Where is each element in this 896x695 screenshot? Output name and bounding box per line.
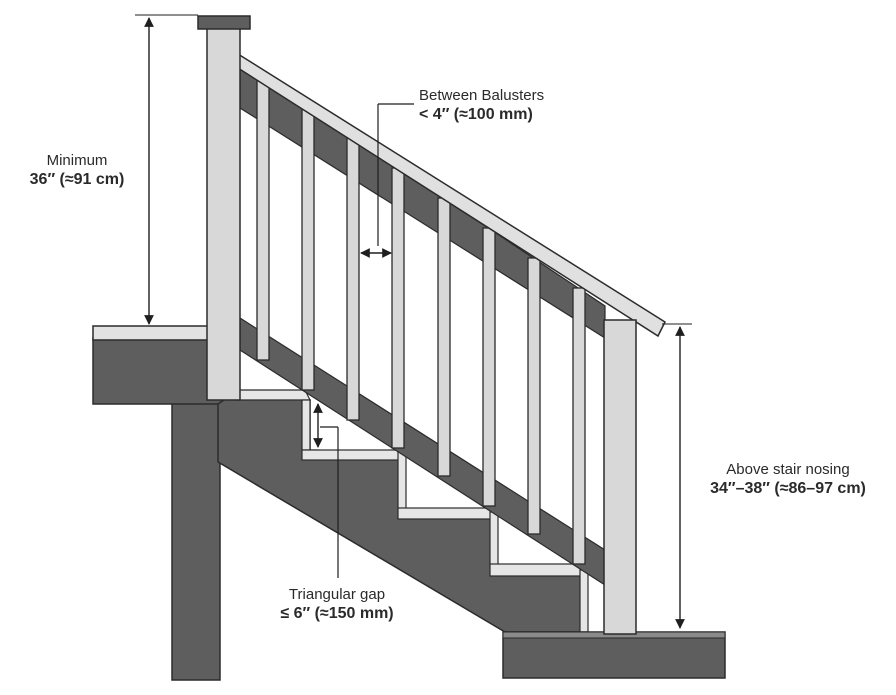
top-newel-post bbox=[206, 27, 241, 401]
guard-height-annotation: Minimum 36″ (≈91 cm) bbox=[30, 151, 125, 189]
triangular-gap-label: Triangular gap bbox=[288, 586, 386, 603]
stair-riser-2 bbox=[397, 451, 407, 513]
stair-tread-1 bbox=[235, 389, 311, 401]
baluster-spacing-value: < 4″ (≈100 mm) bbox=[419, 106, 533, 123]
baluster bbox=[256, 77, 270, 361]
landing-support-column bbox=[171, 399, 221, 681]
baluster bbox=[437, 197, 451, 477]
stair-riser-1 bbox=[301, 399, 311, 451]
landing-top-slab bbox=[92, 325, 225, 341]
post-cap bbox=[197, 15, 251, 30]
baluster-spacing-annotation: Between Balusters < 4″ (≈100 mm) bbox=[419, 86, 544, 124]
stair-tread-4 bbox=[489, 563, 586, 577]
triangular-gap-annotation: Triangular gap ≤ 6″ (≈150 mm) bbox=[280, 585, 393, 623]
stair-tread-3 bbox=[397, 507, 493, 520]
handrail-height-annotation: Above stair nosing 34″–38″ (≈86–97 cm) bbox=[710, 460, 866, 498]
triangular-gap-value: ≤ 6″ (≈150 mm) bbox=[280, 605, 394, 622]
baluster bbox=[572, 287, 586, 565]
ground-slab bbox=[502, 631, 726, 679]
handrail-height-value: 34″–38″ (≈86–97 cm) bbox=[710, 480, 866, 497]
baluster bbox=[391, 167, 405, 449]
baluster-spacing-label: Between Balusters bbox=[419, 87, 545, 104]
guard-height-label: Minimum bbox=[46, 152, 108, 169]
guard-height-value: 36″ (≈91 cm) bbox=[29, 171, 125, 188]
baluster bbox=[482, 227, 496, 507]
baluster bbox=[301, 107, 315, 391]
stair-riser-4 bbox=[579, 569, 589, 633]
baluster bbox=[527, 257, 541, 535]
stair-tread-2 bbox=[301, 449, 401, 461]
baluster bbox=[346, 137, 360, 421]
handrail-height-label: Above stair nosing bbox=[726, 461, 850, 478]
bottom-newel-post bbox=[603, 319, 637, 635]
stair-riser-3 bbox=[489, 511, 499, 568]
